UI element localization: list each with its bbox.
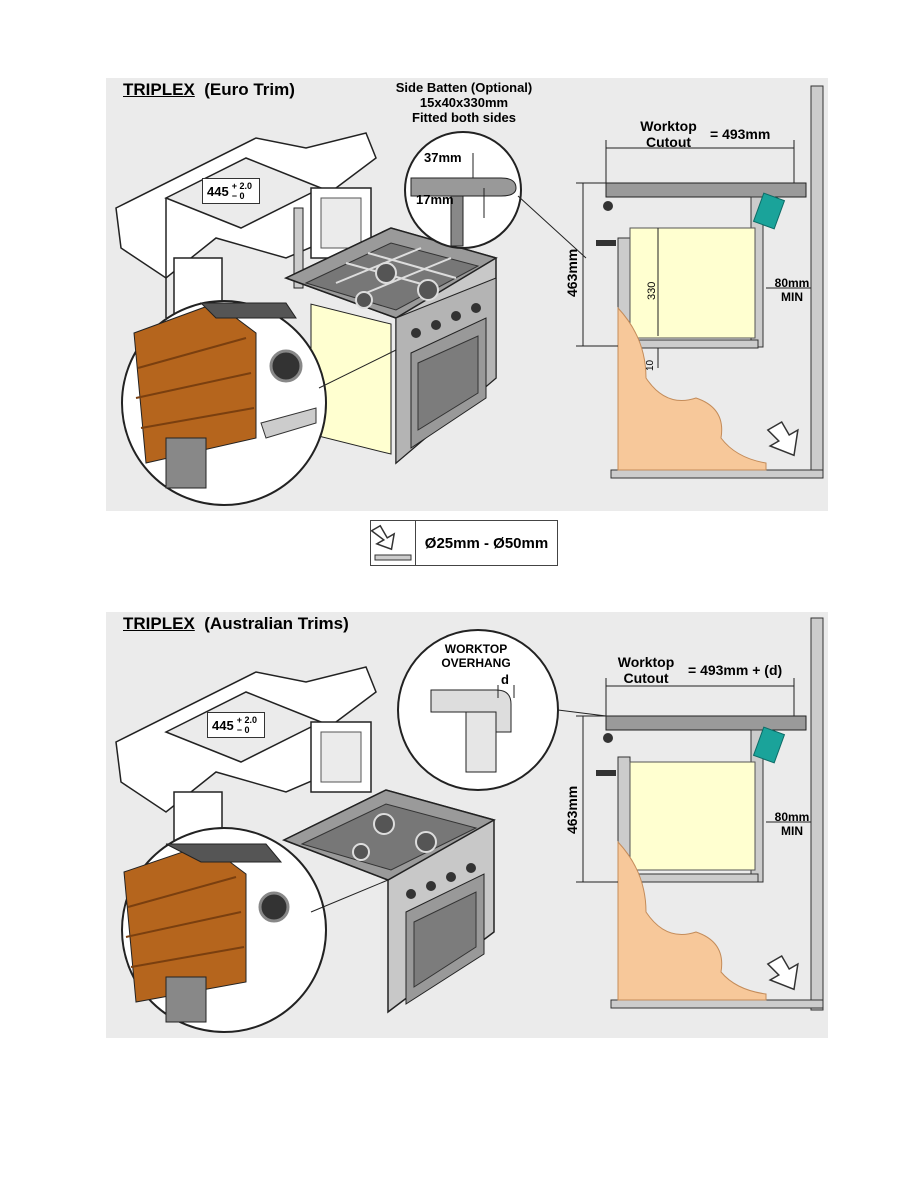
aus-width-value: 445 — [212, 717, 234, 733]
worktop-cutout-value: = 493mm — [710, 126, 771, 142]
batten-line3: Fitted both sides — [412, 110, 516, 125]
aus-clearance-label: 80mm MIN — [770, 810, 814, 838]
batten-line1: Side Batten (Optional) — [395, 80, 533, 95]
euro-title-brand: TRIPLEX — [123, 80, 195, 99]
euro-trim-panel: TRIPLEX (Euro Trim) Side Batten (Optiona… — [106, 78, 828, 511]
aus-worktop-cutout-label: Worktop Cutout — [606, 654, 686, 686]
aus-tol-plus: + 2.0 — [236, 715, 257, 725]
vent-legend: Ø25mm - Ø50mm — [370, 520, 558, 566]
dim-17mm: 17mm — [416, 192, 454, 207]
tol-plus: + 2.0 — [231, 181, 252, 191]
clearance-label: 80mm MIN — [770, 276, 814, 304]
dim-37mm: 37mm — [424, 150, 462, 165]
australian-title: TRIPLEX (Australian Trims) — [123, 614, 349, 634]
australian-title-trim: (Australian Trims) — [204, 614, 349, 633]
height-dimension: 463mm — [564, 248, 580, 297]
euro-title-trim: (Euro Trim) — [204, 80, 295, 99]
overhang-line1: WORKTOP — [444, 642, 508, 656]
vent-arrow-icon — [371, 521, 416, 565]
euro-illustration — [115, 85, 824, 506]
worktop-line1: Worktop — [640, 118, 697, 134]
width-tolerance-label: 445 + 2.0 − 0 — [202, 178, 260, 204]
width-value: 445 — [207, 183, 229, 199]
tol-minus: − 0 — [231, 191, 245, 201]
aus-worktop-line1: Worktop — [617, 654, 675, 670]
euro-title: TRIPLEX (Euro Trim) — [123, 80, 295, 100]
overhang-label: WORKTOP OVERHANG — [431, 642, 521, 670]
australian-title-brand: TRIPLEX — [123, 614, 195, 633]
australian-trim-panel: TRIPLEX (Australian Trims) WORKTOP OVERH… — [106, 612, 828, 1038]
aus-clearance-value: 80mm — [774, 810, 810, 824]
aus-width-tolerance-label: 445 + 2.0 − 0 — [207, 712, 265, 738]
worktop-line2: Cutout — [645, 134, 692, 150]
overhang-line2: OVERHANG — [441, 656, 511, 670]
vent-size-text: Ø25mm - Ø50mm — [424, 534, 549, 552]
aus-tol-minus: − 0 — [236, 725, 250, 735]
clearance-value: 80mm — [774, 276, 810, 290]
worktop-cutout-label: Worktop Cutout — [631, 118, 706, 150]
aus-worktop-cutout-value: = 493mm + (d) — [688, 662, 783, 678]
aus-clearance-min: MIN — [781, 824, 803, 838]
gap-dimension: 10 — [645, 359, 656, 371]
overhang-d: d — [501, 672, 509, 687]
aus-height-dimension: 463mm — [564, 785, 580, 834]
batten-line2: 15x40x330mm — [419, 95, 509, 110]
batten-note: Side Batten (Optional) 15x40x330mm Fitte… — [384, 80, 544, 125]
australian-illustration — [115, 617, 824, 1033]
aus-worktop-line2: Cutout — [623, 670, 669, 686]
clearance-min: MIN — [781, 290, 803, 304]
batten-height: 330 — [646, 281, 658, 300]
